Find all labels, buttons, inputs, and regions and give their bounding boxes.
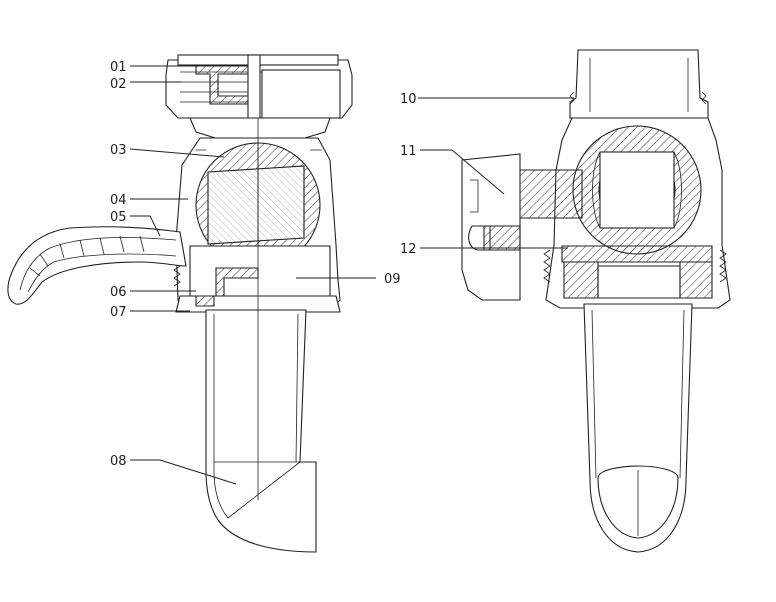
callout-09: 09	[384, 272, 401, 287]
callout-07: 07	[110, 305, 127, 320]
right-view: 10 11 12	[400, 49, 731, 553]
handle-lever	[7, 226, 187, 305]
callout-01: 01	[110, 60, 127, 75]
callout-labels-right: 10 11 12	[400, 92, 417, 257]
callout-04: 04	[110, 193, 127, 208]
leaders-right	[418, 97, 574, 249]
neck	[189, 117, 331, 141]
callout-02: 02	[110, 77, 127, 92]
handle-side	[461, 153, 521, 301]
spout	[205, 118, 317, 553]
callout-03: 03	[110, 143, 127, 158]
callout-08: 08	[110, 454, 127, 469]
top-connector	[569, 49, 709, 119]
callout-11: 11	[400, 144, 417, 159]
callout-06: 06	[110, 285, 127, 300]
cap-nut	[165, 54, 353, 134]
spout-right	[583, 303, 693, 553]
ball-right	[572, 125, 702, 255]
callout-10: 10	[400, 92, 417, 107]
left-view: 01 02 03 04 05 06 07 08 09	[7, 54, 401, 553]
seat-housing	[189, 245, 331, 297]
callout-12: 12	[400, 242, 417, 257]
callout-05: 05	[110, 210, 127, 225]
o-ring	[195, 295, 215, 307]
seat-right	[597, 265, 681, 299]
callout-labels-left: 01 02 03 04 05 06 07 08 09	[110, 60, 401, 469]
leaders-left	[129, 65, 376, 485]
